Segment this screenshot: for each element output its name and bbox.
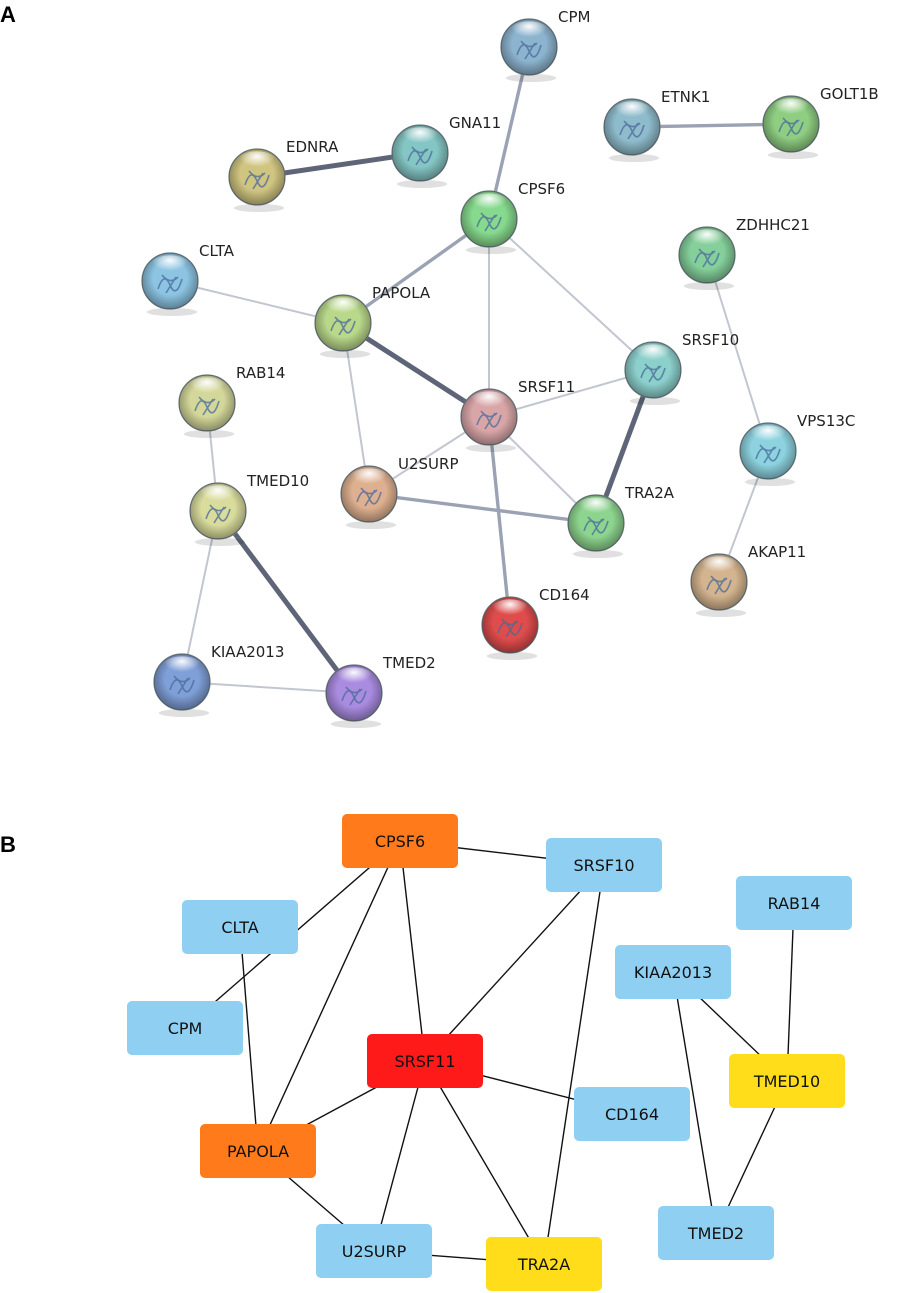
edge-u2surp-tra2a	[367, 492, 598, 525]
panel-a-nodes: CPM ETNK1 GOLT1B EDNRA GNA11CPSF6ZDHHC21CLTA…	[141, 8, 879, 728]
edge-papola-srsf11	[340, 320, 492, 420]
node-a-akap11[interactable]: AKAP11	[690, 543, 806, 617]
node-a-label: TMED10	[246, 472, 309, 490]
node-b-cd164[interactable]: CD164	[574, 1087, 690, 1141]
edge-srsf11-tra2a	[424, 1060, 545, 1265]
node-a-label: U2SURP	[398, 455, 459, 473]
node-a-label: SRSF10	[682, 331, 739, 349]
node-a-label: RAB14	[236, 364, 285, 382]
node-a-label: CD164	[539, 586, 590, 604]
edge-cpm-cpsf6	[487, 45, 531, 221]
edge-kiaa2013-tmed2	[181, 681, 355, 694]
node-a-etnk1[interactable]: ETNK1	[603, 88, 710, 162]
node-a-label: AKAP11	[748, 543, 806, 561]
node-b-label: CLTA	[221, 918, 258, 937]
node-b-label: CPSF6	[375, 832, 425, 851]
node-a-label: SRSF11	[518, 378, 575, 396]
edge-clta-papola	[239, 926, 259, 1152]
node-b-label: TMED2	[687, 1224, 744, 1243]
node-b-label: SRSF11	[395, 1052, 456, 1071]
node-b-tmed10[interactable]: TMED10	[729, 1054, 845, 1108]
node-a-label: CLTA	[199, 242, 235, 260]
node-b-papola[interactable]: PAPOLA	[200, 1124, 316, 1178]
node-b-label: KIAA2013	[634, 963, 712, 982]
node-a-srsf10[interactable]: SRSF10	[624, 331, 739, 405]
node-a-tra2a[interactable]: TRA2A	[567, 484, 675, 558]
node-b-u2surp[interactable]: U2SURP	[316, 1224, 432, 1278]
node-b-tmed2[interactable]: TMED2	[658, 1206, 774, 1260]
node-b-label: PAPOLA	[227, 1142, 289, 1161]
node-a-label: GOLT1B	[820, 85, 879, 103]
node-b-srsf11[interactable]: SRSF11	[367, 1034, 483, 1088]
edge-cpsf6-papola	[341, 217, 491, 325]
node-b-cpm[interactable]: CPM	[127, 1001, 243, 1055]
node-a-label: CPSF6	[518, 180, 565, 198]
node-a-clta[interactable]: CLTA	[141, 242, 235, 316]
node-a-kiaa2013[interactable]: KIAA2013	[153, 643, 284, 717]
edge-zdhhc21-vps13c	[706, 254, 769, 452]
edge-clta-papola	[169, 280, 344, 324]
edge-cpsf6-srsf11	[399, 840, 426, 1062]
edge-srsf10-srsf11	[424, 864, 605, 1062]
node-a-tmed10[interactable]: TMED10	[189, 472, 309, 546]
node-a-label: TRA2A	[624, 484, 675, 502]
edge-cpsf6-srsf10	[488, 218, 654, 371]
node-b-label: TMED10	[753, 1072, 820, 1091]
edge-cpsf6-papola	[257, 840, 401, 1152]
node-a-tmed2[interactable]: TMED2	[325, 654, 436, 728]
node-a-cpsf6[interactable]: CPSF6	[460, 180, 565, 254]
edge-rab14-tmed10	[786, 902, 795, 1082]
node-b-srsf10[interactable]: SRSF10	[546, 838, 662, 892]
node-a-label: EDNRA	[286, 138, 339, 156]
node-b-label: CPM	[168, 1019, 203, 1038]
node-b-label: TRA2A	[517, 1255, 570, 1274]
edge-srsf10-tra2a	[543, 864, 605, 1265]
node-a-papola[interactable]: PAPOLA	[314, 284, 431, 358]
edge-tmed10-kiaa2013	[181, 510, 219, 683]
edge-srsf11-u2surp	[373, 1060, 426, 1252]
node-a-vps13c[interactable]: VPS13C	[739, 412, 855, 486]
node-a-label: GNA11	[449, 114, 501, 132]
node-b-clta[interactable]: CLTA	[182, 900, 298, 954]
edge-papola-u2surp	[342, 322, 370, 495]
node-a-label: VPS13C	[797, 412, 855, 430]
node-b-label: RAB14	[768, 894, 821, 913]
node-a-label: TMED2	[382, 654, 436, 672]
node-b-cpsf6[interactable]: CPSF6	[342, 814, 458, 868]
node-b-rab14[interactable]: RAB14	[736, 876, 852, 930]
edge-kiaa2013-tmed2	[672, 971, 717, 1234]
node-a-golt1b[interactable]: GOLT1B	[762, 85, 879, 159]
node-a-label: PAPOLA	[372, 284, 431, 302]
node-b-label: U2SURP	[342, 1242, 407, 1261]
node-a-label: KIAA2013	[211, 643, 284, 661]
node-a-srsf11[interactable]: SRSF11	[460, 378, 575, 452]
node-a-label: CPM	[558, 8, 590, 26]
node-a-zdhhc21[interactable]: ZDHHC21	[678, 216, 810, 290]
panel-b-label: B	[0, 832, 16, 857]
node-a-u2surp[interactable]: U2SURP	[340, 455, 459, 529]
edge-tmed10-tmed2	[215, 508, 357, 696]
node-a-gna11[interactable]: GNA11	[391, 114, 501, 188]
node-b-kiaa2013[interactable]: KIAA2013	[615, 945, 731, 999]
node-b-tra2a[interactable]: TRA2A	[486, 1237, 602, 1291]
panel-a-label: A	[0, 2, 16, 27]
node-a-cpm[interactable]: CPM	[500, 8, 590, 82]
node-a-rab14[interactable]: RAB14	[178, 364, 285, 438]
node-a-ednra[interactable]: EDNRA	[228, 138, 339, 212]
node-b-label: CD164	[605, 1105, 659, 1124]
node-a-cd164[interactable]: CD164	[481, 586, 590, 660]
edge-srsf11-cd164	[487, 415, 512, 627]
node-a-label: ETNK1	[661, 88, 710, 106]
node-b-label: SRSF10	[574, 856, 635, 875]
node-a-label: ZDHHC21	[736, 216, 810, 234]
